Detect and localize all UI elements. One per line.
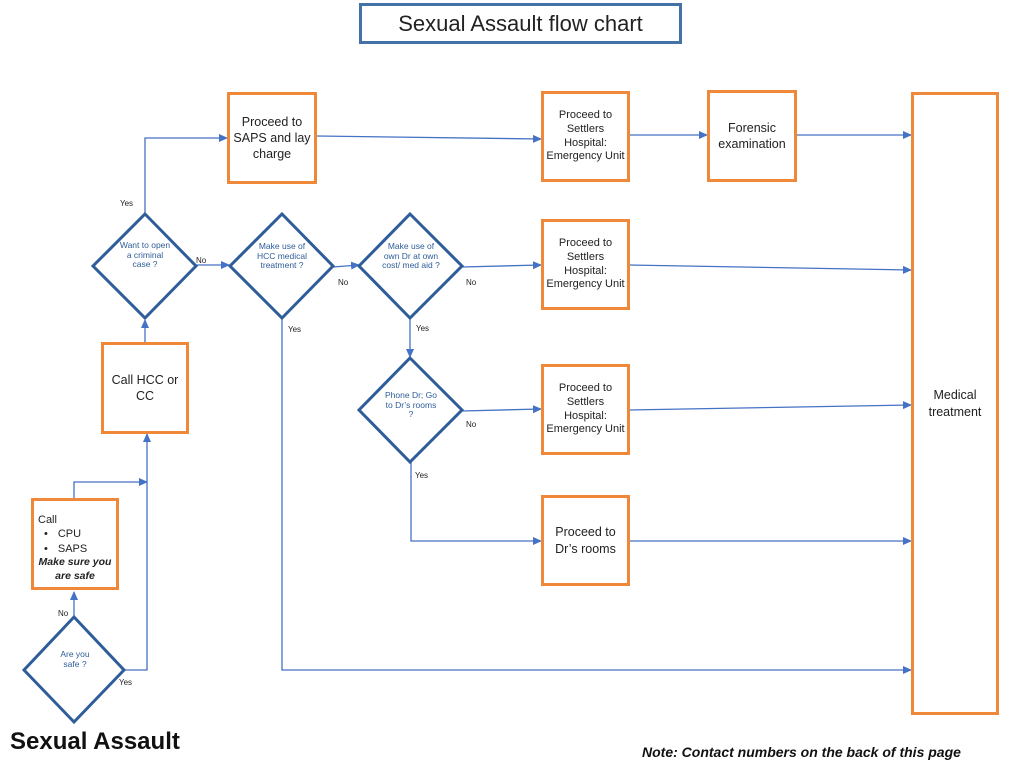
box-saps-charge: Proceed to SAPS and lay charge (227, 92, 317, 184)
label-phonedr-yes: Yes (415, 471, 429, 480)
edge-saps-settlers (316, 134, 542, 143)
edge-safe-yes (124, 433, 151, 671)
edge-hccmed-yes (281, 318, 912, 674)
decision-criminal-case-shape (90, 211, 199, 321)
edge-criminal-yes (144, 134, 228, 214)
box-settlers-3: Proceed to Settlers Hospital: Emergency … (541, 364, 630, 455)
edge-settlers2-medical (629, 264, 912, 274)
box-settlers-2: Proceed to Settlers Hospital: Emergency … (541, 219, 630, 310)
edge-hccmed-no (332, 261, 360, 270)
edge-settlers3-medical (629, 401, 912, 411)
decision-phone-dr: Phone Dr; Go to Dr’s rooms ? (385, 390, 437, 420)
label-owndr-yes: Yes (416, 324, 430, 333)
decision-own-dr: Make use of own Dr at own cost/ med aid … (382, 241, 440, 271)
box-medical-treatment: Medical treatment (911, 92, 999, 715)
box-drs-rooms: Proceed to Dr’s rooms (541, 495, 630, 586)
call-item-saps: SAPS (44, 542, 112, 556)
decision-are-you-safe-shape (21, 614, 127, 725)
decision-phone-dr-shape (356, 355, 465, 465)
call-item-cpu: CPU (44, 527, 112, 541)
box-settlers-1: Proceed to Settlers Hospital: Emergency … (541, 91, 630, 182)
decision-own-dr-shape (356, 211, 465, 321)
label-safe-yes: Yes (119, 678, 133, 687)
call-heading: Call (38, 514, 57, 526)
box-forensic: Forensic examination (707, 90, 797, 182)
label-criminal-no: No (196, 256, 207, 265)
decision-hcc-medical-shape (227, 211, 336, 321)
edge-phonedr-yes (410, 462, 542, 545)
edge-phonedr-no (461, 405, 542, 414)
page-title: Sexual Assault flow chart (359, 3, 682, 44)
footer-note: Note: Contact numbers on the back of thi… (642, 744, 961, 760)
label-hccmed-no: No (338, 278, 349, 287)
edge-call-to-hcc (73, 478, 148, 498)
box-call-list: Call CPU SAPS Make sure you are safe (31, 498, 119, 590)
decision-criminal-case: Want to open a criminal case ? (119, 240, 171, 270)
label-phonedr-no: No (466, 420, 477, 429)
label-owndr-no: No (466, 278, 477, 287)
call-items: CPU SAPS (38, 527, 112, 556)
decision-hcc-medical: Make use of HCC medical treatment ? (256, 241, 308, 271)
footer-heading: Sexual Assault (10, 728, 180, 755)
decision-are-you-safe: Are you safe ? (60, 649, 90, 669)
box-call-hcc: Call HCC or CC (101, 342, 189, 434)
label-criminal-yes: Yes (120, 199, 134, 208)
call-safety-note: Make sure you are safe (38, 555, 112, 582)
edge-owndr-no (461, 261, 542, 270)
label-safe-no: No (58, 609, 69, 618)
label-hccmed-yes: Yes (288, 325, 302, 334)
